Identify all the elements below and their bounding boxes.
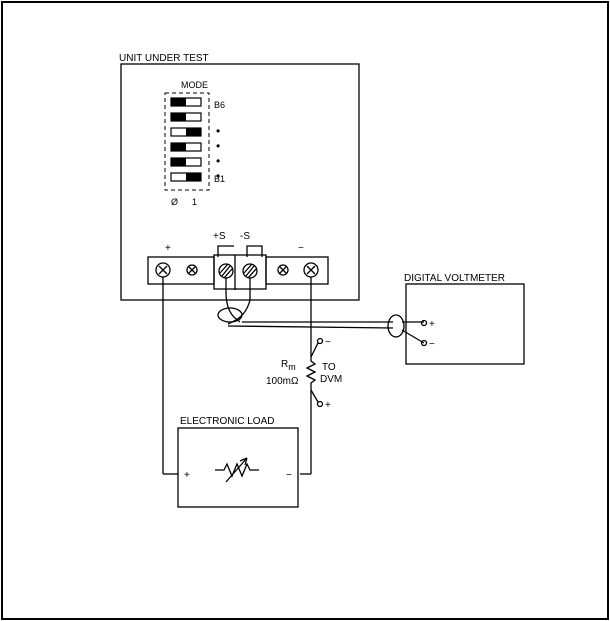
uut-title: UNIT UNDER TEST <box>119 53 209 64</box>
terminal-plus-label: + <box>165 243 171 254</box>
mode-switch-knob-3 <box>186 128 201 136</box>
load-box <box>177 427 299 508</box>
switch-bottom-label: B1 <box>214 174 225 184</box>
mode-label: MODE <box>181 80 208 90</box>
terminal-screw-plus <box>155 262 171 278</box>
terminal-block-positive <box>147 256 215 285</box>
variable-resistor-arrowhead <box>239 457 248 466</box>
terminal-screw-plus-2 <box>186 264 198 276</box>
switch-dot-3: • <box>216 154 220 168</box>
dvm-plus-terminal[interactable] <box>420 319 428 327</box>
terminal-screw-minus-2 <box>277 264 289 276</box>
terminal-screw-minus <box>303 262 319 278</box>
resistor-tap-bottom <box>310 389 319 403</box>
resistor-top-sign: − <box>325 337 331 348</box>
mode-switches <box>170 97 202 182</box>
resistor-tap-top-terminal <box>316 337 324 345</box>
shunt-resistor <box>305 355 317 390</box>
dvm-minus-label: − <box>429 339 435 350</box>
switch-dot-4: • <box>216 169 220 183</box>
dvm-minus-terminal[interactable] <box>420 339 428 347</box>
sense-minus-label: -S <box>240 231 250 242</box>
dvm-box <box>405 283 525 365</box>
bit-label-0: Ø <box>171 197 178 207</box>
to-label: TO <box>322 362 336 373</box>
sense-screw-minus <box>242 263 258 279</box>
variable-resistor-icon <box>215 462 259 478</box>
terminal-block-negative <box>265 256 329 285</box>
sense-strap <box>213 254 267 290</box>
resistor-tap-bottom-terminal <box>316 400 324 408</box>
load-title: ELECTRONIC LOAD <box>180 416 274 427</box>
variable-resistor-arrow <box>225 457 248 483</box>
dvm-plus-label: + <box>429 319 435 330</box>
dvm-label: DVM <box>320 374 342 385</box>
dvm-wire-minus <box>401 329 425 344</box>
mode-switch-knob-1 <box>171 98 186 106</box>
switch-top-label: B6 <box>214 100 225 110</box>
bit-label-1: 1 <box>192 197 197 207</box>
resistor-value: 100mΩ <box>266 376 299 387</box>
mode-switch-knob-2 <box>171 113 186 121</box>
load-minus-label: − <box>286 470 292 481</box>
switch-dot-1: • <box>216 124 220 138</box>
twist-loop-uut <box>217 307 243 323</box>
sense-jumpers <box>217 245 263 257</box>
mode-switch-bank <box>164 92 210 191</box>
terminal-minus-label: − <box>298 243 304 254</box>
sense-wire-minus <box>227 278 251 325</box>
twist-loop-dvm <box>387 314 405 338</box>
resistor-name: Rm <box>281 359 296 372</box>
sense-plus-label: +S <box>213 231 226 242</box>
resistor-tap-top <box>310 342 319 358</box>
load-plus-label: + <box>184 470 190 481</box>
mode-switch-knob-5 <box>171 158 186 166</box>
sense-screw-plus <box>218 263 234 279</box>
mode-switch-knob-6 <box>186 173 201 181</box>
uut-box <box>120 63 360 301</box>
switch-dot-2: • <box>216 139 220 153</box>
mode-switch-knob-4 <box>171 143 186 151</box>
resistor-bottom-sign: + <box>325 400 331 411</box>
dvm-title: DIGITAL VOLTMETER <box>404 273 505 284</box>
